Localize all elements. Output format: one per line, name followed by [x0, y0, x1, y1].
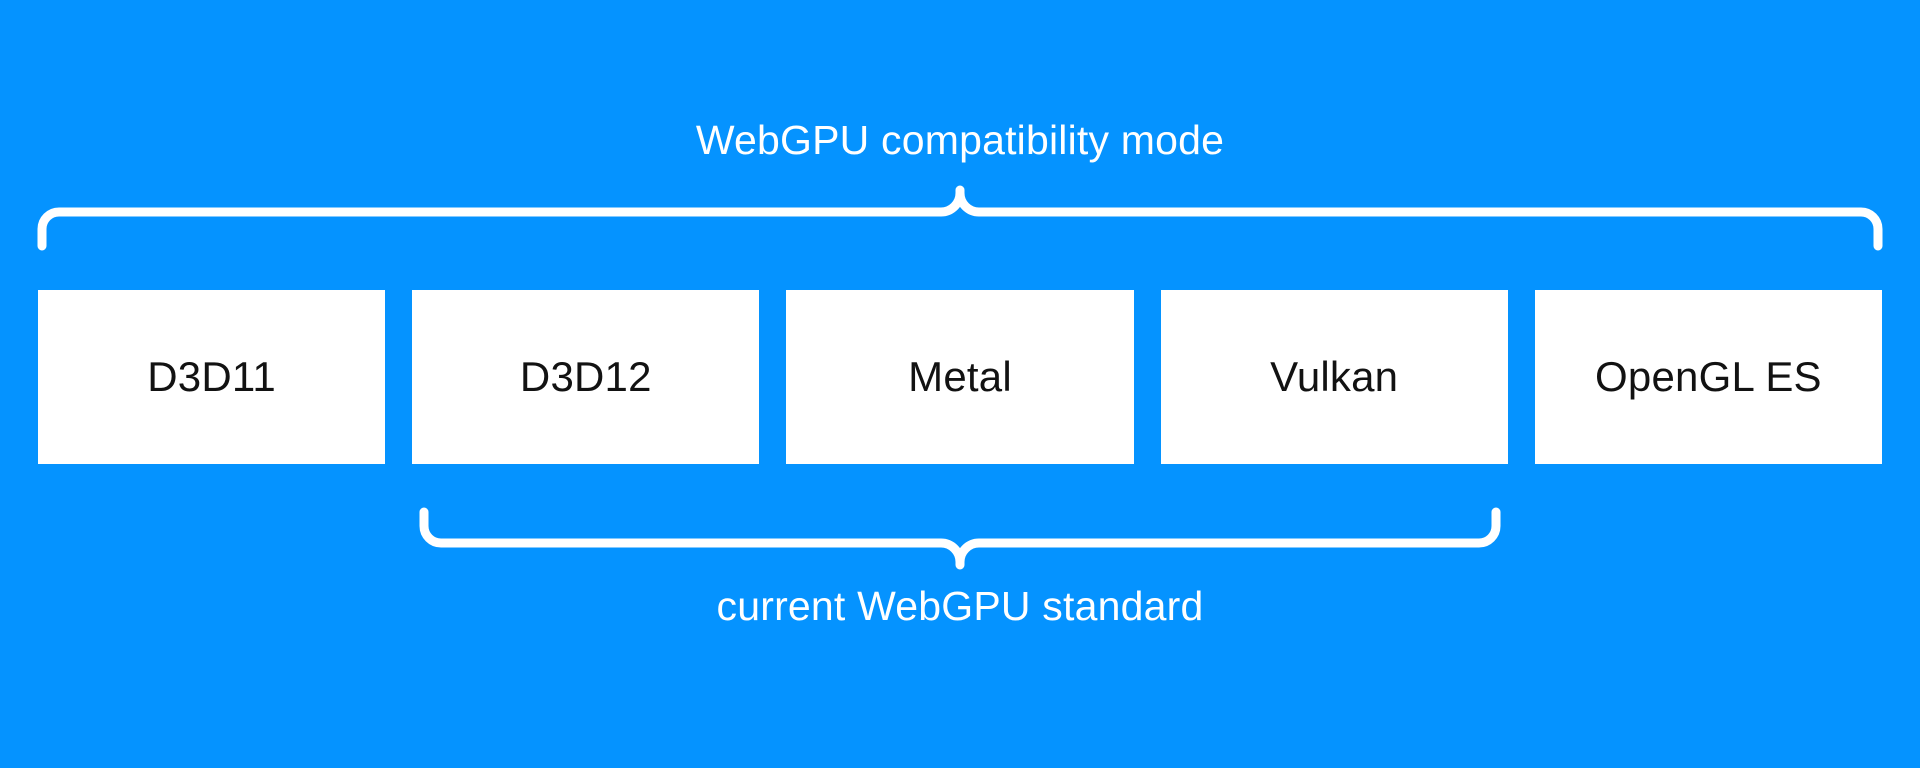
- api-box-metal[interactable]: Metal: [786, 290, 1134, 464]
- api-box-vulkan[interactable]: Vulkan: [1160, 290, 1508, 464]
- api-box-label: D3D12: [519, 353, 652, 400]
- api-box-row: D3D11 D3D12 Metal Vulkan OpenGL ES: [38, 290, 1883, 464]
- api-box-label: D3D11: [147, 353, 276, 400]
- api-box-label: Metal: [908, 353, 1012, 400]
- api-box-d3d11[interactable]: D3D11: [38, 290, 386, 464]
- api-box-d3d12[interactable]: D3D12: [412, 290, 760, 464]
- api-box-label: Vulkan: [1270, 353, 1399, 400]
- api-box-label: OpenGL ES: [1595, 353, 1822, 400]
- api-box-opengl-es[interactable]: OpenGL ES: [1534, 290, 1883, 464]
- bottom-bracket-label: current WebGPU standard: [716, 583, 1204, 629]
- top-bracket-label: WebGPU compatibility mode: [695, 117, 1225, 163]
